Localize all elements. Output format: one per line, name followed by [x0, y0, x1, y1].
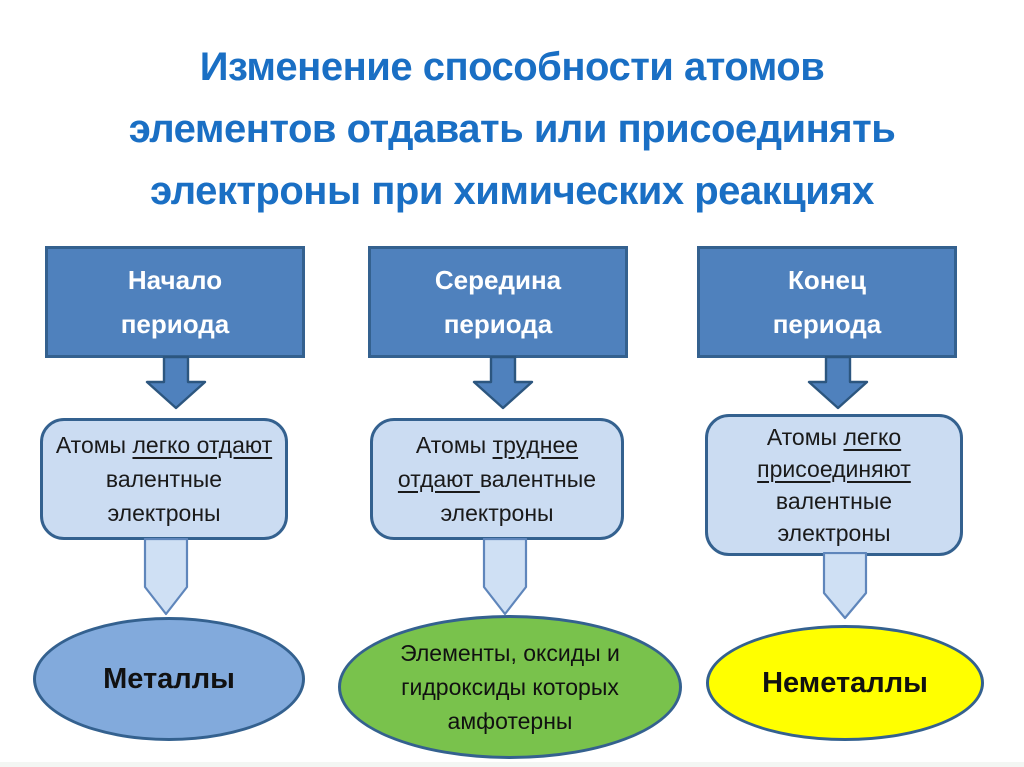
down-arrow-icon — [472, 356, 534, 410]
title-line: элементов отдавать или присоединять — [128, 107, 896, 151]
title-line: Изменение способности атомов — [199, 45, 825, 89]
connector-arrow-icon — [822, 552, 868, 620]
result-ellipse-nonmetals: Неметаллы — [706, 625, 984, 741]
page-title: Изменение способности атомов элементов о… — [0, 36, 1024, 222]
title-line: электроны при химических реакциях — [150, 169, 874, 213]
result-ellipse-metals: Металлы — [33, 617, 305, 741]
down-arrow-icon — [807, 356, 869, 410]
connector-arrow-icon — [143, 538, 189, 616]
bottom-edge-strip — [0, 762, 1024, 767]
connector-arrow-icon — [482, 538, 528, 616]
down-arrow-icon — [145, 356, 207, 410]
